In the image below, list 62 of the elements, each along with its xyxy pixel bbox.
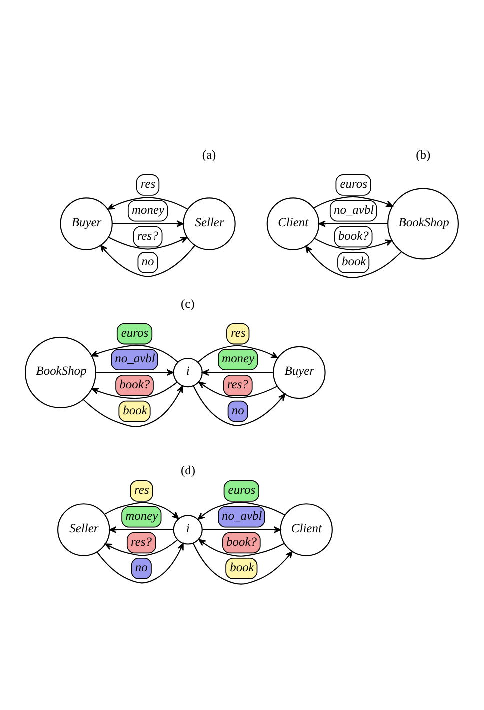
arrow	[112, 220, 184, 228]
edge-label: res	[140, 177, 156, 192]
edge-label: no	[135, 560, 148, 575]
arrow	[108, 197, 188, 210]
node-circle: Seller	[58, 504, 110, 556]
arrow	[193, 543, 293, 585]
label: (c)	[180, 296, 195, 311]
edge-label: book?	[120, 378, 150, 392]
edge-label: book?	[226, 534, 258, 549]
arrow	[202, 526, 282, 534]
edge-label: money	[132, 202, 165, 217]
edge-label: res?	[130, 534, 152, 549]
arrow	[109, 526, 174, 534]
node-circle: Buyer	[60, 198, 113, 250]
arrow	[100, 245, 196, 278]
edge-label: res	[230, 326, 246, 340]
arrow	[96, 369, 174, 376]
arrow	[96, 543, 184, 584]
edge-label: euros	[121, 326, 149, 340]
node-circle: Client	[280, 504, 333, 556]
node-circle: i	[173, 515, 203, 545]
edge-label: book?	[338, 228, 369, 243]
arrow	[105, 540, 178, 556]
node-circle: Buyer	[273, 346, 326, 400]
label: (d)	[180, 463, 196, 478]
arrow	[91, 344, 178, 363]
node-circle: BookShop	[25, 337, 96, 408]
label: (a)	[202, 148, 216, 162]
edge-label: money	[222, 352, 255, 366]
arrow	[314, 238, 393, 251]
edge-label: euros	[228, 483, 256, 498]
node-circle: i	[173, 358, 203, 388]
edge-label: res?	[137, 228, 158, 243]
edge-label: no	[232, 403, 244, 418]
edge-label: euros	[340, 177, 368, 192]
arrow	[198, 382, 278, 398]
node-circle: Client	[266, 198, 320, 250]
arrow	[193, 386, 286, 426]
edge-label: book	[342, 254, 366, 269]
arrow	[83, 386, 184, 428]
node-circle: Seller	[183, 198, 236, 250]
arrow	[306, 246, 402, 278]
edge-label: no_avbl	[334, 202, 374, 217]
arrow	[198, 539, 285, 557]
edge-label: res	[134, 483, 150, 498]
edge-label: no_avbl	[115, 352, 156, 366]
edge-label: book	[230, 560, 254, 575]
edge-label: no_avbl	[222, 508, 262, 523]
arrow	[92, 382, 178, 400]
arrow	[108, 236, 188, 250]
edge-label: no	[142, 254, 154, 269]
arrow	[314, 196, 394, 209]
edge-label: book	[123, 403, 148, 418]
arrow	[104, 502, 180, 520]
edge-label: money	[126, 508, 158, 523]
edge-label: res?	[227, 378, 248, 392]
label: (b)	[416, 148, 431, 162]
arrow	[202, 369, 274, 376]
arrow	[198, 345, 278, 363]
arrow	[198, 502, 286, 520]
node-circle: BookShop	[388, 188, 459, 260]
arrow	[318, 220, 388, 228]
